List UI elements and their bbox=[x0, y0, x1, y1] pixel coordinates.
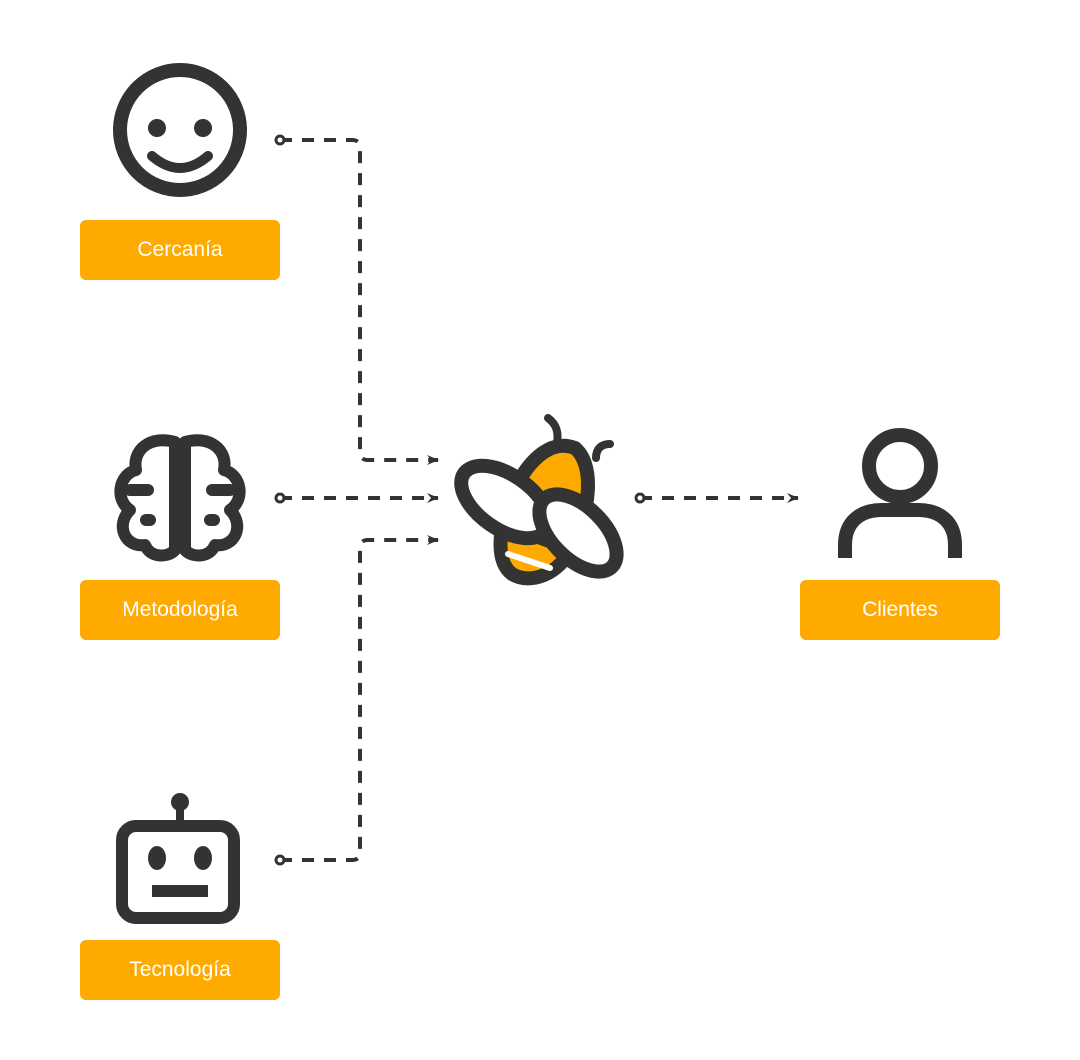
label-cercania: Cercanía bbox=[80, 220, 280, 280]
edge-start-points bbox=[274, 134, 646, 866]
brain-icon bbox=[114, 434, 246, 562]
edge-cercania-to-bee bbox=[280, 138, 439, 465]
label-metodologia: Metodología bbox=[80, 580, 280, 640]
robot-icon bbox=[116, 793, 240, 924]
user-icon bbox=[838, 428, 962, 558]
smiley-icon bbox=[113, 63, 247, 197]
edge-tecnologia-to-bee bbox=[280, 535, 439, 862]
bee-icon bbox=[454, 414, 624, 586]
label-tecnologia: Tecnología bbox=[80, 940, 280, 1000]
edges bbox=[280, 138, 799, 862]
label-clientes: Clientes bbox=[800, 580, 1000, 640]
